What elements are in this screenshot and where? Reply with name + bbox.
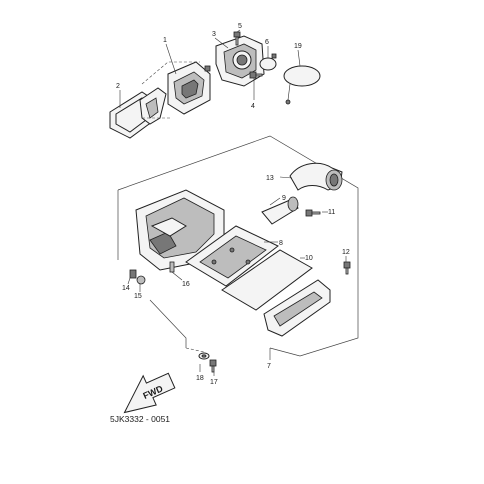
reed-dash-box [141,61,200,119]
washer-part-18 [198,352,210,360]
callout-7: 7 [267,363,271,370]
leader-lines [119,29,347,376]
callout-19: 19 [294,43,302,50]
callout-11: 11 [328,209,335,216]
screw-part-11 [305,209,321,217]
callout-10: 10 [305,255,313,262]
callout-labels: 1 2 3 4 5 6 19 13 9 11 8 10 12 14 15 16 … [116,23,350,386]
screw-part-4 [249,71,263,79]
element-part-8 [185,225,279,287]
callout-2: 2 [116,83,120,90]
callout-9: 9 [282,195,286,202]
fwd-arrow: FWD [123,372,176,414]
callout-14: 14 [122,285,130,292]
callout-8: 8 [279,240,283,247]
callout-15: 15 [134,293,142,300]
hose-ring-part-19 [283,65,321,105]
callout-4: 4 [251,103,255,110]
callout-3: 3 [212,31,216,38]
callout-18: 18 [196,375,204,382]
small-bolt-part [204,65,211,72]
callout-12: 12 [342,249,350,256]
case-cover-part-7 [263,279,331,337]
drawing-code: 5JK3332 - 0051 [110,414,170,424]
screw-part-12 [343,261,351,275]
intake-duct-part-9 [261,196,299,225]
joint-hose-part-13 [289,162,343,191]
clip-part-16 [169,261,175,273]
callout-13: 13 [266,175,274,182]
screw-part-17 [209,359,217,373]
callout-1: 1 [163,37,167,44]
callout-5: 5 [238,23,242,30]
gasket-part-10 [221,249,313,311]
callout-17: 17 [210,379,218,386]
callout-16: 16 [182,281,190,288]
callout-6: 6 [265,39,269,46]
assembly-frame [117,135,359,357]
drain-plug-part-14 [129,269,137,279]
intake-joint-part-3 [215,35,265,87]
washer-part-15 [136,275,146,285]
